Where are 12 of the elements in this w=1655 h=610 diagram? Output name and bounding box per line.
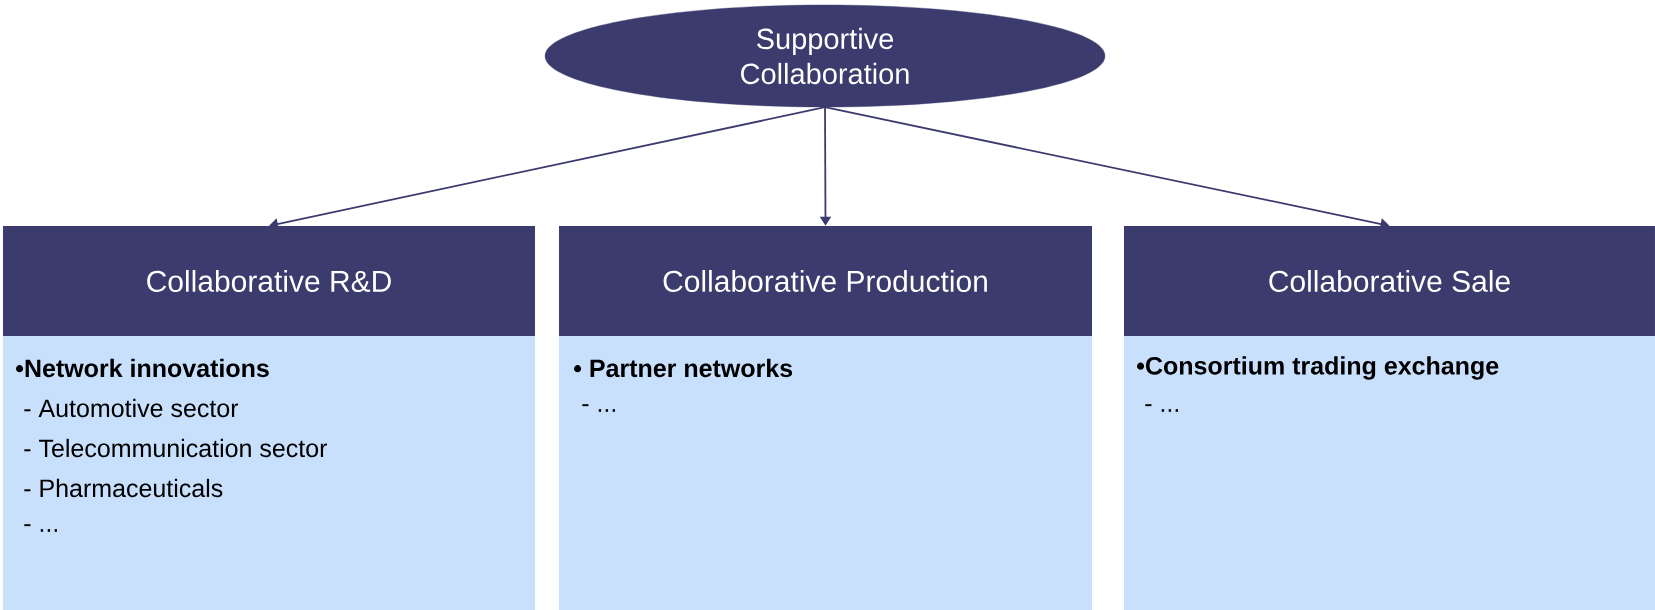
list-item: - ... [582,404,615,412]
list-item: - Pharmaceuticals [24,478,223,498]
list-heading: • Partner networks [574,358,793,378]
list-item: - Telecommunication sector [24,438,327,458]
list-item: - ... [24,524,58,532]
list-heading: •Consortium trading exchange [1137,356,1499,380]
list-item: - Automotive sector [24,398,239,418]
list-item: - ... [1145,404,1178,412]
list-heading: •Network innovations [16,358,269,378]
header-box: Collaborative Production [559,226,1092,336]
header-box: Collaborative R&D [3,226,535,336]
header-box: Collaborative Sale [1124,226,1655,336]
